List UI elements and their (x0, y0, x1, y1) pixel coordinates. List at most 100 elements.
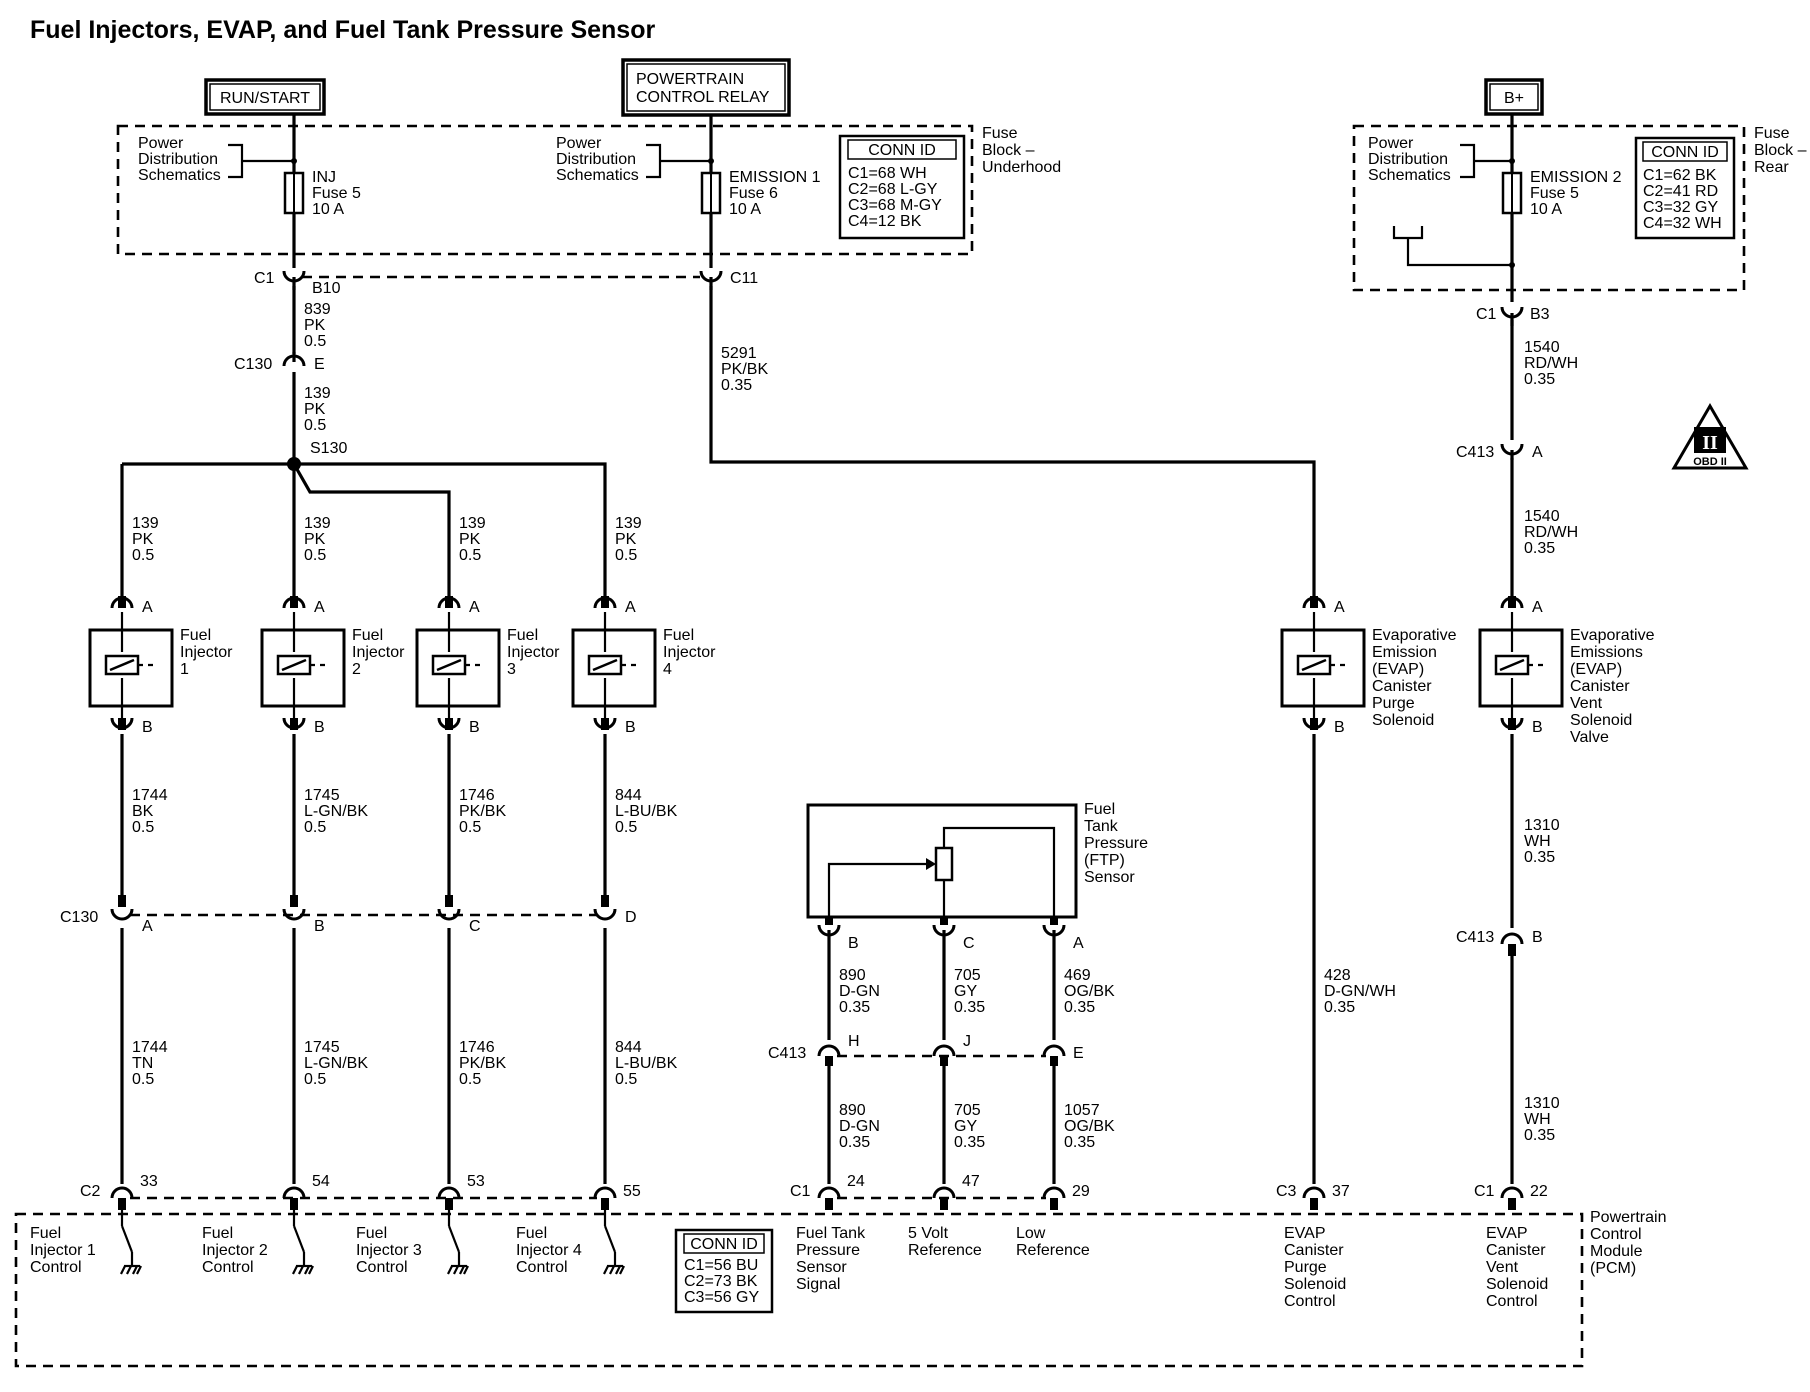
svg-text:E: E (314, 356, 325, 373)
svg-text:0.5: 0.5 (132, 547, 154, 564)
svg-text:RD/WH: RD/WH (1524, 524, 1578, 541)
svg-text:C130: C130 (234, 356, 272, 373)
svg-text:0.35: 0.35 (1064, 999, 1095, 1016)
pcm-driver-switch (292, 1210, 314, 1275)
obd2-badge: II OBD II (1671, 403, 1749, 470)
svg-text:Injector 3: Injector 3 (356, 1242, 422, 1259)
svg-text:Fuel: Fuel (507, 627, 538, 644)
pcm-pin-connector (1042, 1186, 1066, 1210)
svg-text:Pressure: Pressure (796, 1242, 860, 1259)
svg-text:C1=68 WH: C1=68 WH (848, 165, 927, 182)
rear-block-internal-feed (1392, 226, 1512, 267)
connector-c413-a: C413 A (1456, 443, 1543, 461)
svg-text:D-GN: D-GN (839, 983, 880, 1000)
svg-text:5 Volt: 5 Volt (908, 1225, 949, 1242)
svg-text:B: B (142, 719, 153, 736)
pcm-pins: C2 33 54 53 55 C1 24 47 29 C3 37 C1 22 (80, 1173, 1548, 1275)
svg-text:Canister: Canister (1284, 1242, 1344, 1259)
svg-text:BK: BK (132, 803, 154, 820)
svg-text:B: B (625, 719, 636, 736)
svg-text:C413: C413 (768, 1045, 806, 1062)
svg-text:PK: PK (304, 401, 326, 418)
conn-id-pcm: CONN ID C1=56 BU C2=73 BK C3=56 GY (674, 1228, 774, 1314)
splice-s130-dot (287, 457, 301, 471)
svg-text:C2=41 RD: C2=41 RD (1643, 183, 1718, 200)
svg-text:Distribution: Distribution (1368, 151, 1448, 168)
pcr-label-line1: POWERTRAIN (636, 71, 744, 88)
svg-text:Fuel: Fuel (202, 1225, 233, 1242)
svg-text:B: B (1532, 719, 1543, 736)
pcm-pin-connector (110, 1186, 134, 1210)
svg-text:A: A (1073, 935, 1084, 952)
svg-text:3: 3 (507, 661, 516, 678)
svg-text:Purge: Purge (1372, 695, 1415, 712)
conn-id-underhood: CONN ID C1=68 WH C2=68 L-GY C3=68 M-GY C… (838, 134, 966, 240)
svg-text:33: 33 (140, 1173, 158, 1190)
svg-text:C413: C413 (1456, 444, 1494, 461)
svg-text:C2=68 L-GY: C2=68 L-GY (848, 181, 938, 198)
pcr-label-line2: CONTROL RELAY (636, 89, 770, 106)
svg-text:Control: Control (30, 1259, 82, 1276)
svg-text:1746: 1746 (459, 1039, 495, 1056)
svg-text:CONN ID: CONN ID (690, 1236, 758, 1253)
pcm-circuit-labels: Fuel Injector 1 Control Fuel Injector 2 … (30, 1225, 1548, 1310)
svg-text:C4=12 BK: C4=12 BK (848, 213, 922, 230)
svg-text:1744: 1744 (132, 1039, 168, 1056)
svg-text:22: 22 (1530, 1183, 1548, 1200)
svg-text:0.35: 0.35 (954, 1134, 985, 1151)
svg-text:B: B (314, 918, 325, 935)
svg-text:1: 1 (180, 661, 189, 678)
svg-text:5291: 5291 (721, 345, 757, 362)
svg-text:Injector 1: Injector 1 (30, 1242, 96, 1259)
svg-text:Vent: Vent (1570, 695, 1603, 712)
svg-text:(PCM): (PCM) (1590, 1260, 1636, 1277)
svg-text:890: 890 (839, 967, 866, 984)
svg-text:Emission: Emission (1372, 644, 1437, 661)
ftp-connector: B C A (817, 917, 1084, 952)
svg-text:0.5: 0.5 (304, 819, 326, 836)
svg-text:1057: 1057 (1064, 1102, 1100, 1119)
svg-text:C1=56 BU: C1=56 BU (684, 1257, 758, 1274)
svg-text:PK: PK (459, 531, 481, 548)
emission1-fuse: EMISSION 1 Fuse 6 10 A (700, 169, 821, 218)
svg-text:Injector: Injector (507, 644, 560, 661)
svg-text:0.5: 0.5 (615, 819, 637, 836)
svg-text:A: A (625, 599, 636, 616)
connector-c1-b10: C1 B10 (254, 270, 341, 297)
svg-text:139: 139 (459, 515, 486, 532)
svg-text:PK: PK (132, 531, 154, 548)
svg-text:Injector 2: Injector 2 (202, 1242, 268, 1259)
fuse-block-rear (1352, 124, 1746, 292)
svg-text:Tank: Tank (1084, 818, 1119, 835)
svg-text:INJ: INJ (312, 169, 336, 186)
svg-text:1745: 1745 (304, 1039, 340, 1056)
svg-text:D-GN/WH: D-GN/WH (1324, 983, 1396, 1000)
emission2-fuse: EMISSION 2 Fuse 5 10 A (1501, 169, 1622, 218)
svg-text:1540: 1540 (1524, 508, 1560, 525)
svg-text:Fuel: Fuel (180, 627, 211, 644)
svg-text:Control: Control (1590, 1226, 1642, 1243)
svg-text:C11: C11 (730, 270, 758, 287)
svg-text:GY: GY (954, 983, 977, 1000)
svg-text:0.5: 0.5 (304, 1071, 326, 1088)
svg-text:0.5: 0.5 (459, 547, 481, 564)
svg-text:Solenoid: Solenoid (1570, 712, 1632, 729)
svg-text:0.5: 0.5 (304, 333, 326, 350)
svg-text:Fuel: Fuel (30, 1225, 61, 1242)
svg-text:Underhood: Underhood (982, 159, 1061, 176)
fuse-block-underhood-label: Fuse Block – Underhood (982, 125, 1061, 176)
power-distribution-ref-1: Power Distribution Schematics (138, 135, 297, 184)
svg-text:1744: 1744 (132, 787, 168, 804)
svg-text:PK: PK (304, 531, 326, 548)
power-distribution-ref-2: Power Distribution Schematics (556, 135, 714, 184)
svg-text:C1: C1 (254, 270, 275, 287)
svg-text:Signal: Signal (796, 1276, 840, 1293)
svg-text:Low: Low (1016, 1225, 1046, 1242)
svg-text:469: 469 (1064, 967, 1091, 984)
splice-s130-label: S130 (310, 440, 347, 457)
svg-text:Reference: Reference (1016, 1242, 1090, 1259)
wire-label-1540-lower: 1540 RD/WH 0.35 (1524, 508, 1578, 557)
